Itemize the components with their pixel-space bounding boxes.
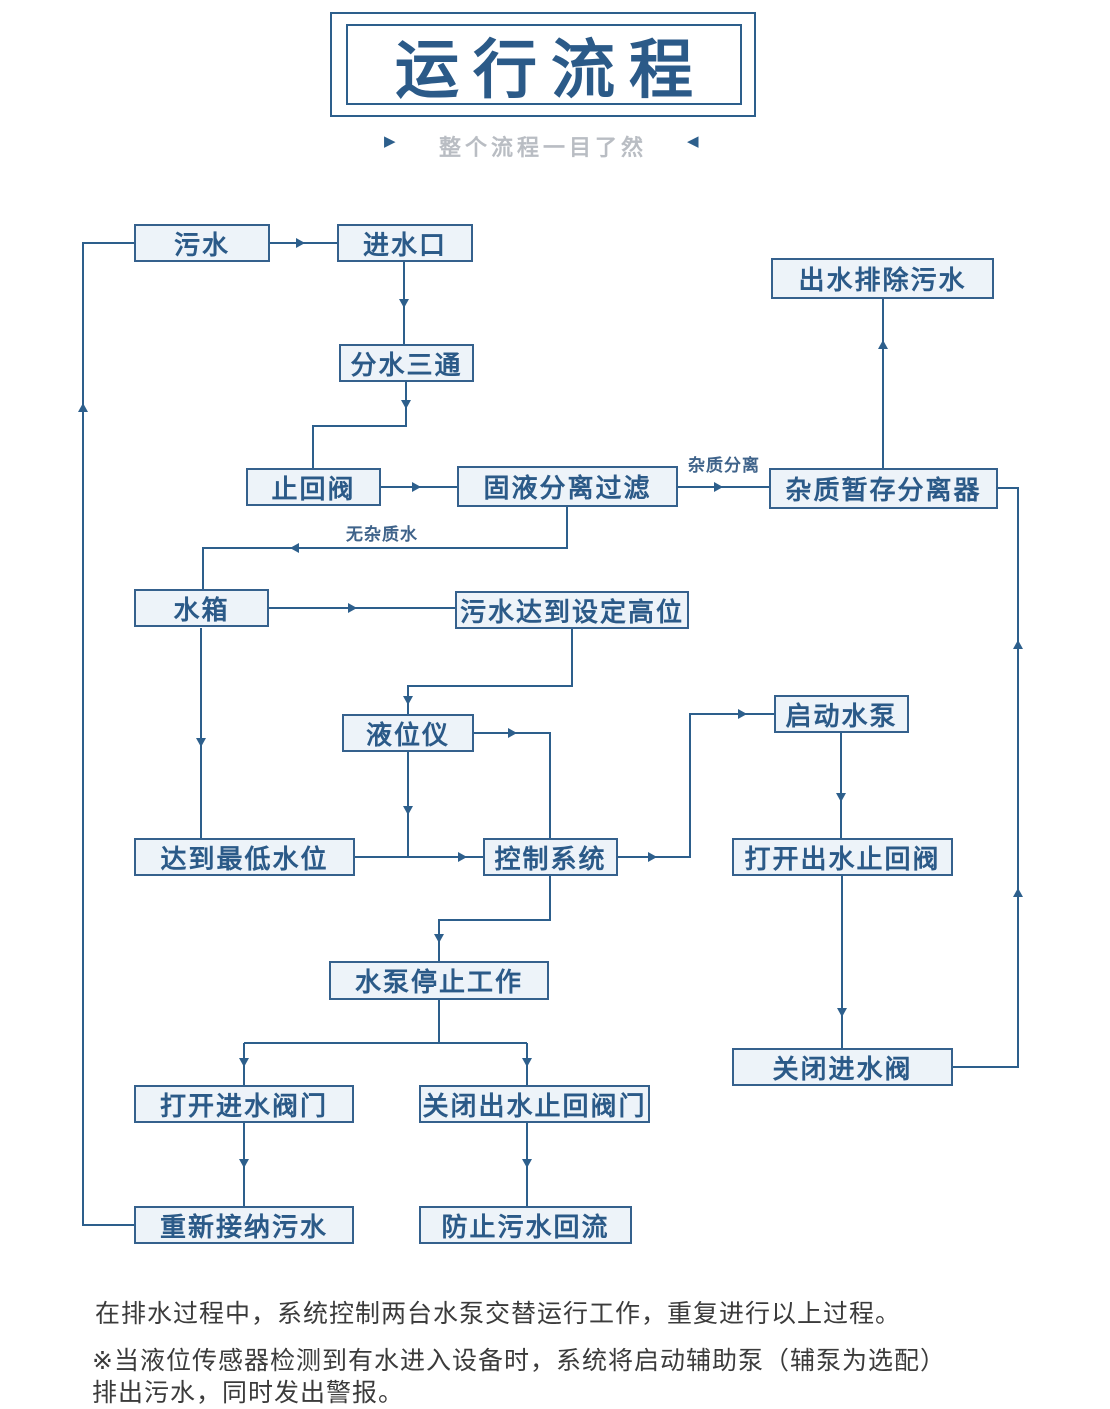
right-pointer-icon: ▶	[384, 133, 396, 150]
arrowhead	[290, 543, 299, 553]
edge-label-impurity-separation: 杂质分离	[688, 456, 760, 475]
page-title: 运行流程	[395, 33, 707, 106]
node-open-outlet-check-valve: 打开出水止回阀	[732, 838, 953, 876]
node-label: 重新接纳污水	[159, 1211, 328, 1242]
node-label: 打开进水阀门	[159, 1090, 328, 1121]
node-level-gauge: 液位仪	[342, 714, 474, 752]
node-label: 固液分离过滤	[483, 473, 652, 503]
footer-note-3: 排出污水，同时发出警报。	[92, 1379, 405, 1407]
node-label: 液位仪	[365, 719, 450, 750]
node-water-splitter-tee: 分水三通	[339, 344, 474, 382]
arrowhead	[508, 728, 517, 738]
footer-note-1: 在排水过程中，系统控制两台水泵交替运行工作，重复进行以上过程。	[95, 1300, 902, 1328]
node-impurity-storage-separator: 杂质暂存分离器	[769, 468, 998, 509]
node-reach-lowest-water-level: 达到最低水位	[134, 838, 355, 876]
edge-filter-tank	[202, 507, 568, 589]
node-close-inlet-valve: 关闭进水阀	[732, 1048, 953, 1086]
node-label: 关闭出水止回阀门	[422, 1090, 647, 1121]
arrowhead	[239, 1058, 249, 1067]
node-label: 打开出水止回阀	[744, 843, 941, 874]
arrowhead	[648, 852, 657, 862]
arrowhead	[1013, 888, 1023, 897]
arrowhead	[239, 1159, 249, 1168]
edge-gauge-control	[474, 732, 551, 838]
node-sewage-reaches-set-high-level: 污水达到设定高位	[455, 591, 689, 629]
arrowhead	[348, 603, 357, 613]
arrowhead	[78, 403, 88, 412]
arrowhead	[401, 400, 411, 409]
node-label: 污水达到设定高位	[459, 596, 684, 627]
arrowhead	[412, 482, 421, 492]
arrowhead	[522, 1058, 532, 1067]
node-label: 出水排除污水	[798, 265, 967, 295]
arrowhead	[836, 793, 846, 802]
edge-control-startpump	[618, 713, 774, 858]
node-re-accept-sewage: 重新接纳污水	[134, 1206, 354, 1244]
node-label: 达到最低水位	[160, 843, 329, 874]
node-label: 水箱	[173, 594, 230, 625]
node-label: 杂质暂存分离器	[785, 475, 982, 505]
arrowhead	[714, 482, 723, 492]
node-sewage: 污水	[134, 224, 270, 262]
footer-note-2: ※当液位传感器检测到有水进入设备时，系统将启动辅助泵（辅泵为选配）	[92, 1347, 946, 1375]
arrowhead	[196, 738, 206, 747]
node-water-tank: 水箱	[134, 589, 269, 627]
edge-reaccept-sewage-loop	[82, 242, 134, 1226]
node-label: 污水	[173, 229, 230, 260]
flow-arrowheads	[78, 238, 1023, 1168]
node-solid-liquid-separation-filter: 固液分离过滤	[457, 466, 678, 507]
left-pointer-icon: ◀	[687, 133, 699, 150]
edge-label-impurity-free-water: 无杂质水	[346, 525, 418, 544]
arrowhead	[399, 299, 409, 308]
edge-closeinlet-separator-loop	[953, 487, 1019, 1068]
node-label: 水泵停止工作	[354, 967, 523, 997]
node-label: 分水三通	[350, 349, 463, 380]
arrowhead	[458, 852, 467, 862]
node-label: 止回阀	[271, 473, 356, 504]
arrowhead	[738, 709, 747, 719]
arrowhead	[1013, 640, 1023, 649]
flow-edges	[82, 242, 1019, 1226]
edge-tee-checkvalve	[312, 382, 407, 468]
node-label: 防止污水回流	[441, 1211, 610, 1242]
arrowhead	[522, 1159, 532, 1168]
edge-control-pumpstop	[438, 876, 551, 961]
node-label: 关闭进水阀	[772, 1053, 913, 1084]
node-outlet-discharge-sewage: 出水排除污水	[771, 258, 994, 299]
node-label: 进水口	[362, 229, 447, 260]
node-prevent-sewage-backflow: 防止污水回流	[419, 1206, 632, 1244]
arrowhead	[434, 934, 444, 943]
edge-highlevel-gauge	[407, 629, 573, 714]
node-label: 控制系统	[494, 843, 607, 874]
node-control-system: 控制系统	[483, 838, 618, 876]
arrowhead	[296, 238, 305, 248]
arrowhead	[403, 806, 413, 815]
node-water-inlet: 进水口	[337, 224, 473, 262]
node-close-outlet-check-valve: 关闭出水止回阀门	[419, 1085, 650, 1123]
node-open-inlet-valve: 打开进水阀门	[134, 1085, 354, 1123]
arrowhead	[837, 1008, 847, 1017]
title-box: 运行流程	[346, 24, 742, 106]
arrowhead	[403, 696, 413, 705]
arrowhead	[878, 340, 888, 349]
page-subtitle: 整个流程一目了然	[438, 135, 647, 160]
node-check-valve: 止回阀	[246, 468, 381, 506]
node-pump-stops-working: 水泵停止工作	[329, 961, 549, 1000]
node-start-pump: 启动水泵	[774, 695, 909, 733]
node-label: 启动水泵	[785, 700, 898, 731]
